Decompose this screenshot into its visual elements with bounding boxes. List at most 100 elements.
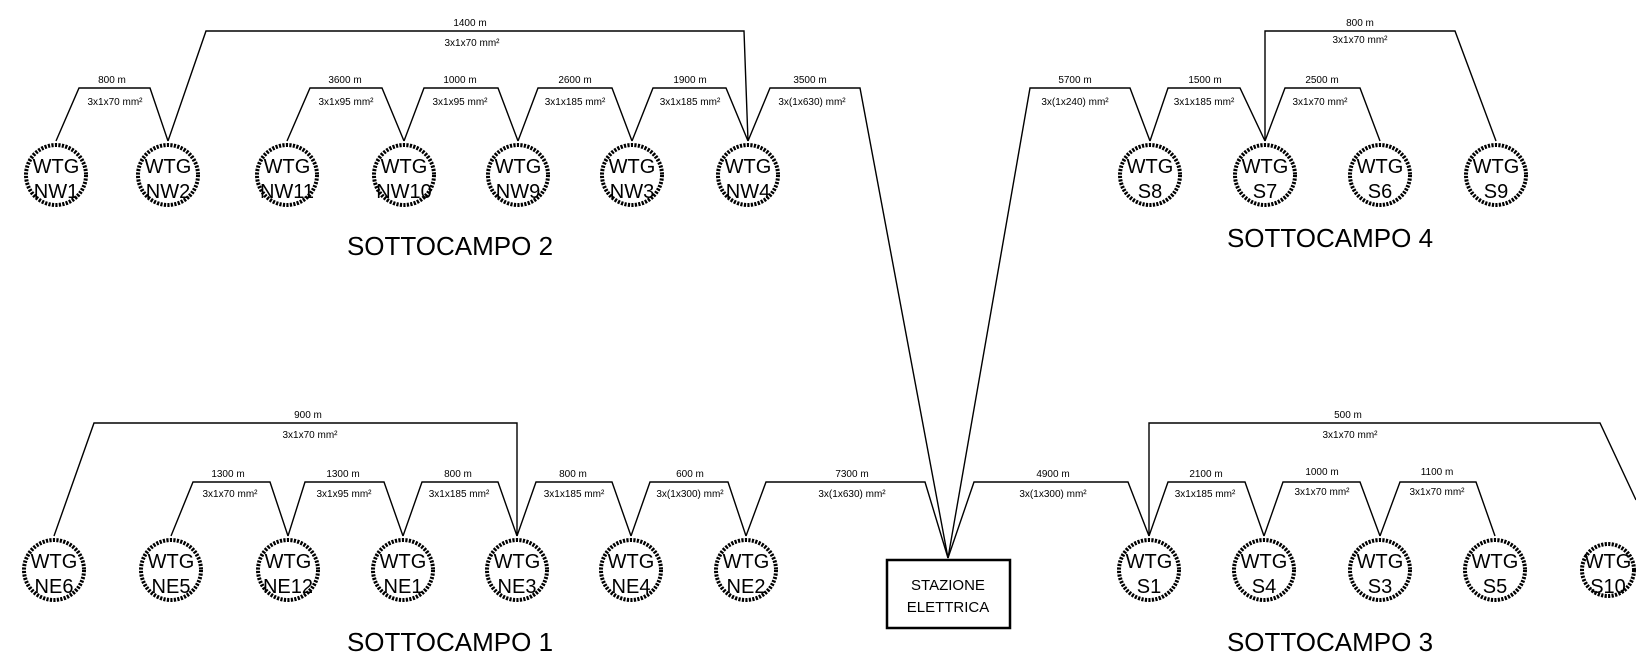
- cable-labels: 800 m 3x1x70 mm² 1400 m 3x1x70 mm² 3600 …: [87, 18, 1465, 500]
- wtg-label: WTG: [1127, 156, 1174, 178]
- cable-S7-S6: [1264, 87, 1381, 142]
- cable-section-station-S1: 3x(1x300) mm²: [1019, 489, 1087, 500]
- wtg-id: NW9: [496, 181, 540, 203]
- cable-section-S7-S9: 3x1x70 mm²: [1332, 35, 1388, 46]
- wtg-NW4[interactable]: WTG NW4: [716, 143, 780, 207]
- cable-S3-S5: [1379, 481, 1496, 537]
- cable-length-station-S8: 5700 m: [1058, 75, 1091, 86]
- wtg-NW11[interactable]: WTG NW11: [255, 143, 319, 207]
- wtg-label: WTG: [609, 156, 656, 178]
- wtg-S4[interactable]: WTG S4: [1232, 538, 1296, 602]
- cable-length-S3-S5: 1100 m: [1421, 467, 1454, 478]
- wtg-id: S8: [1138, 181, 1162, 203]
- cable-length-NE2-station: 7300 m: [835, 469, 868, 480]
- cable-length-NE5-NE12: 1300 m: [211, 469, 244, 480]
- cable-NE6-NE3: [53, 422, 518, 537]
- wtg-id: NW4: [726, 181, 770, 203]
- wtg-label: WTG: [723, 551, 770, 573]
- wtg-label: WTG: [33, 156, 80, 178]
- wtg-S6[interactable]: WTG S6: [1348, 143, 1412, 207]
- wtg-label: WTG: [145, 156, 192, 178]
- wtg-S9[interactable]: WTG S9: [1464, 143, 1528, 207]
- cable-section-NE6-NE3: 3x1x70 mm²: [282, 430, 338, 441]
- wtg-label: WTG: [1126, 551, 1173, 573]
- wtg-NE12[interactable]: WTG NE12: [256, 538, 320, 602]
- turbines: WTG NW1 WTG NW2 WTG NW11 WTG NW10 WTG NW…: [22, 143, 1636, 602]
- wtg-label: WTG: [1472, 551, 1519, 573]
- wtg-NW9[interactable]: WTG NW9: [486, 143, 550, 207]
- wtg-S3[interactable]: WTG S3: [1348, 538, 1412, 602]
- cable-station-S8: [947, 87, 1151, 559]
- wtg-label: WTG: [380, 551, 427, 573]
- wtg-id: NE6: [35, 576, 74, 598]
- wtg-NW10[interactable]: WTG NW10: [372, 143, 436, 207]
- wtg-NE2[interactable]: WTG NE2: [714, 538, 778, 602]
- subfield-title-3: SOTTOCAMPO 3: [1227, 627, 1433, 657]
- wtg-S10[interactable]: WTG S10: [1580, 542, 1636, 598]
- wtg-id: NW11: [260, 181, 314, 203]
- wtg-NW2[interactable]: WTG NW2: [136, 143, 200, 207]
- cable-NW3-NW4: [631, 87, 749, 142]
- wtg-id: S7: [1253, 181, 1277, 203]
- station-label-line1: STAZIONE: [911, 577, 985, 594]
- wtg-label: WTG: [725, 156, 772, 178]
- cable-NE5-NE12: [170, 481, 289, 537]
- wtg-S5[interactable]: WTG S5: [1463, 538, 1527, 602]
- wtg-id: S4: [1252, 576, 1276, 598]
- cable-NE2-station: [745, 481, 949, 559]
- cable-length-S1-S10: 500 m: [1334, 410, 1362, 421]
- wtg-id: NE12: [263, 576, 313, 598]
- wtg-NE1[interactable]: WTG NE1: [371, 538, 435, 602]
- cable-length-NW9-NW3: 2600 m: [558, 75, 591, 86]
- wtg-id: NE3: [498, 576, 537, 598]
- wtg-NE3[interactable]: WTG NE3: [485, 538, 549, 602]
- wtg-id: NE4: [612, 576, 651, 598]
- cable-length-S8-S7: 1500 m: [1188, 75, 1221, 86]
- wtg-id: NE2: [727, 576, 766, 598]
- cable-section-NW10-NW9: 3x1x95 mm²: [432, 97, 488, 108]
- cable-length-NE3-NE4: 800 m: [559, 469, 587, 480]
- wtg-id: S9: [1484, 181, 1508, 203]
- wtg-label: WTG: [1357, 551, 1404, 573]
- cable-length-NW1-NW2: 800 m: [98, 75, 126, 86]
- station-elettrica[interactable]: STAZIONE ELETTRICA: [885, 558, 1012, 630]
- cable-length-NE6-NE3: 900 m: [294, 410, 322, 421]
- wtg-S7[interactable]: WTG S7: [1233, 143, 1297, 207]
- cable-length-NW4-station: 3500 m: [793, 75, 826, 86]
- cable-NW1-NW2: [55, 87, 169, 142]
- wtg-id: S3: [1368, 576, 1392, 598]
- cable-S4-S3: [1263, 481, 1381, 537]
- cable-section-NE5-NE12: 3x1x70 mm²: [202, 489, 258, 500]
- cable-section-NW1-NW2: 3x1x70 mm²: [87, 97, 143, 108]
- wtg-id: NW2: [146, 181, 190, 203]
- subfield-title-1: SOTTOCAMPO 1: [347, 627, 553, 657]
- wtg-NE5[interactable]: WTG NE5: [139, 538, 203, 602]
- wtg-S1[interactable]: WTG S1: [1117, 538, 1181, 602]
- wtg-NW3[interactable]: WTG NW3: [600, 143, 664, 207]
- wtg-label: WTG: [494, 551, 541, 573]
- wtg-label: WTG: [608, 551, 655, 573]
- wtg-NW1[interactable]: WTG NW1: [24, 143, 88, 207]
- cable-S8-S7: [1149, 87, 1266, 142]
- cable-NE1-NE3: [402, 481, 518, 537]
- cable-section-S4-S3: 3x1x70 mm²: [1294, 487, 1350, 498]
- wtg-label: WTG: [495, 156, 542, 178]
- cable-length-NE1-NE3: 800 m: [444, 469, 472, 480]
- wtg-S8[interactable]: WTG S8: [1118, 143, 1182, 207]
- wtg-NE4[interactable]: WTG NE4: [599, 538, 663, 602]
- cable-section-station-S8: 3x(1x240) mm²: [1041, 97, 1109, 108]
- cable-section-NE12-NE1: 3x1x95 mm²: [316, 489, 372, 500]
- wtg-label: WTG: [381, 156, 428, 178]
- cable-NE4-NE2: [630, 481, 747, 537]
- wtg-id: S1: [1137, 576, 1161, 598]
- wtg-NE6[interactable]: WTG NE6: [22, 538, 86, 602]
- wtg-id: S10: [1590, 576, 1626, 598]
- cable-NW11-NW10: [286, 87, 405, 142]
- cable-lines: [53, 30, 1636, 559]
- cable-section-S8-S7: 3x1x185 mm²: [1174, 97, 1235, 108]
- cable-length-NW3-NW4: 1900 m: [673, 75, 706, 86]
- cable-S1-S10: [1148, 422, 1636, 536]
- cable-section-S1-S10: 3x1x70 mm²: [1322, 430, 1378, 441]
- cable-section-NW3-NW4: 3x1x185 mm²: [660, 97, 721, 108]
- cable-section-NW9-NW3: 3x1x185 mm²: [545, 97, 606, 108]
